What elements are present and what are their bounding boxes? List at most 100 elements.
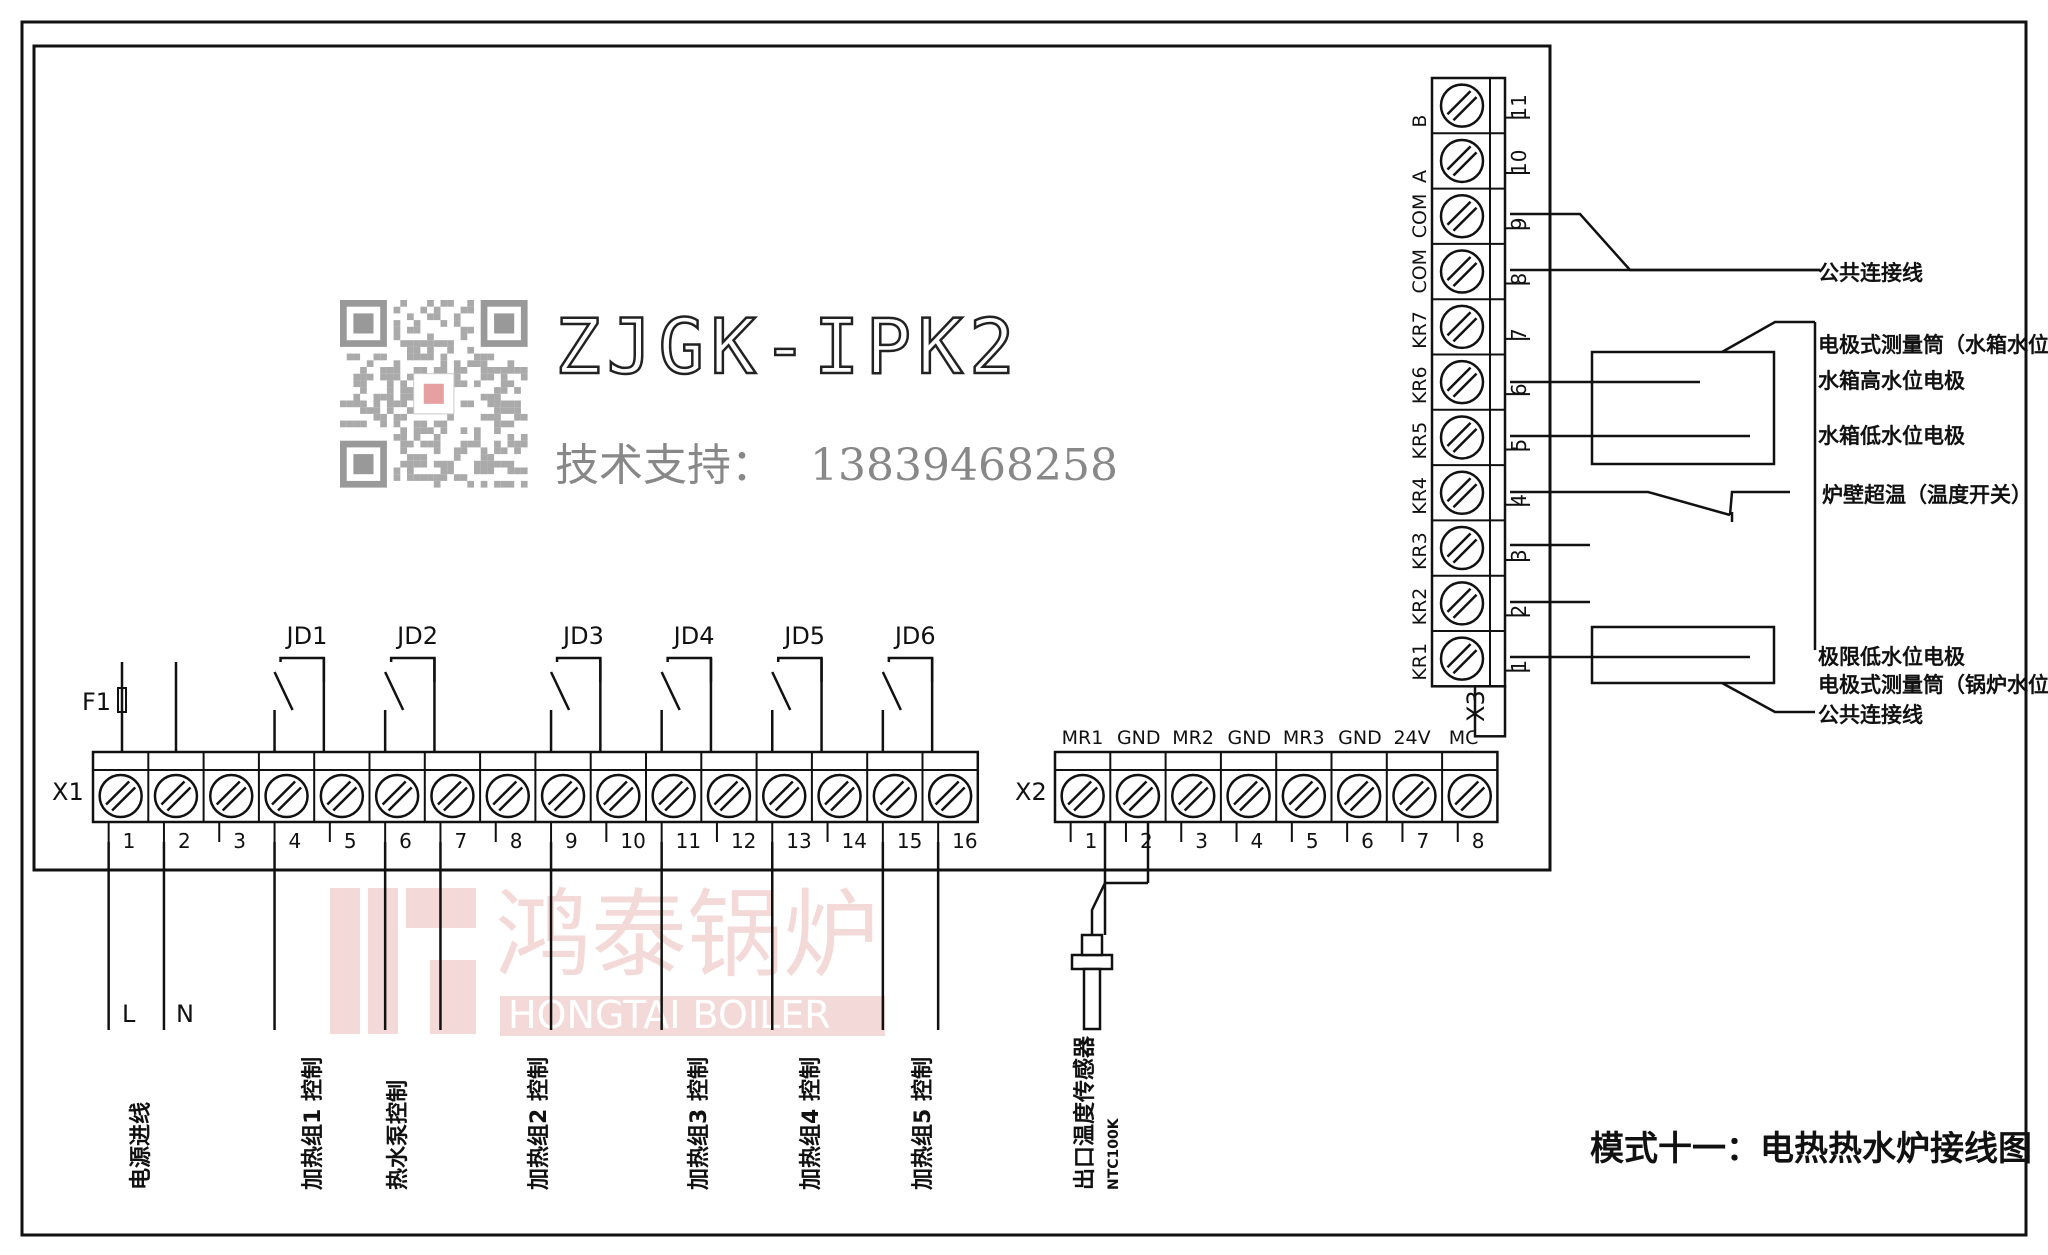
qr-module [507, 434, 515, 441]
watermark-en: HONGTAI BOILER [508, 993, 831, 1037]
x2-terminal-number: 1 [1085, 829, 1098, 853]
qr-module [480, 454, 488, 461]
relay-blade [771, 671, 792, 711]
screw-slot [1349, 786, 1375, 812]
qr-module [507, 467, 515, 475]
screw-slot [326, 780, 352, 806]
x3-terminal-screw [1439, 359, 1485, 405]
screw-head [1171, 773, 1216, 819]
qr-module [467, 300, 474, 307]
screw-head [209, 773, 254, 819]
qr-module [386, 407, 394, 414]
screw-slot [1452, 649, 1478, 675]
qr-module [413, 346, 421, 354]
screw-slot [1446, 366, 1472, 392]
qr-module [460, 427, 468, 434]
qr-module [500, 380, 508, 388]
qr-module [467, 440, 474, 448]
qr-logo [413, 373, 455, 415]
qr-module [373, 407, 381, 414]
screw-slot [547, 780, 573, 806]
qr-module [460, 380, 468, 388]
x1-terminal-screw [430, 773, 475, 819]
x3-terminal-number: 9 [1507, 218, 1531, 231]
qr-module [427, 300, 434, 307]
qr-module [460, 367, 468, 374]
annot-tank-low: 水箱低水位电极 [1818, 424, 1966, 448]
x1-terminal-number: 13 [786, 829, 811, 853]
x3-terminal-name: KR2 [1409, 588, 1431, 626]
qr-module [353, 373, 361, 381]
x3-label: X3 [1462, 690, 1490, 722]
screw-head [1281, 773, 1327, 819]
qr-module [407, 474, 414, 481]
x3-terminal-screw [1439, 581, 1485, 626]
x3-terminal-number: 11 [1507, 94, 1531, 119]
qr-module [507, 460, 515, 468]
x2-terminal-label: 24V [1393, 727, 1430, 749]
x3-terminal-number: 7 [1507, 328, 1531, 341]
qr-module [440, 340, 448, 347]
screw-slot [105, 780, 131, 806]
qr-module [494, 460, 501, 468]
qr-module [467, 400, 474, 408]
qr-module [386, 387, 394, 394]
qr-module [433, 460, 441, 468]
screw-head [1439, 415, 1485, 460]
x2-terminal-number: 5 [1306, 829, 1319, 853]
qr-module [433, 440, 441, 448]
qr-module [467, 346, 474, 354]
screw-slot [1343, 780, 1369, 806]
screw-head [651, 773, 696, 819]
qr-module [507, 400, 515, 408]
qr-module [427, 427, 434, 434]
qr-module [420, 460, 428, 468]
qr-module [453, 454, 461, 461]
qr-module [500, 387, 508, 394]
qr-module [520, 480, 528, 488]
screw-slot [381, 780, 407, 806]
screw-slot [885, 786, 911, 812]
x1-output-label: 加热组3 控制 [686, 1057, 712, 1191]
qr-module [427, 313, 434, 321]
qr-module [393, 467, 401, 475]
x2-terminal-number: 6 [1361, 829, 1374, 853]
qr-module [460, 447, 468, 455]
qr-module [413, 427, 421, 434]
screw-slot [824, 780, 849, 806]
relay-bracket [389, 656, 436, 682]
qr-module [393, 400, 401, 408]
qr-module [400, 393, 407, 401]
screw-head [485, 773, 530, 819]
qr-module [460, 474, 468, 481]
screw-head [540, 773, 586, 819]
qr-module [393, 373, 401, 381]
qr-module [433, 420, 441, 428]
qr-module [487, 367, 495, 374]
sensor-label: 出口温度传感器 [1072, 1035, 1098, 1190]
x1-terminal-number: 1 [123, 829, 136, 853]
x1-terminal-number: 15 [897, 829, 922, 853]
x3-terminal-name: KR6 [1409, 366, 1431, 404]
qr-module [453, 447, 461, 455]
qr-module [494, 400, 501, 408]
screw-slot [332, 786, 358, 812]
qr-module [514, 413, 521, 421]
x3-terminal-name: COM [1409, 249, 1431, 294]
support-label: 技术支持： [555, 440, 775, 491]
qr-module [433, 313, 441, 321]
x2-terminal-label: GND [1117, 727, 1161, 749]
qr-module [453, 360, 461, 367]
qr-module [480, 353, 488, 361]
x2-terminal-label: MR3 [1283, 727, 1325, 749]
watermark-cn: 鸿泰锅炉 [495, 879, 879, 991]
relay-bracket [777, 656, 823, 682]
screw-head [1439, 470, 1485, 515]
qr-module [413, 340, 421, 347]
qr-module [447, 413, 454, 421]
qr-module [353, 353, 361, 361]
relay-bracket [555, 656, 602, 682]
qr-module [507, 380, 515, 388]
qr-module [413, 320, 421, 327]
